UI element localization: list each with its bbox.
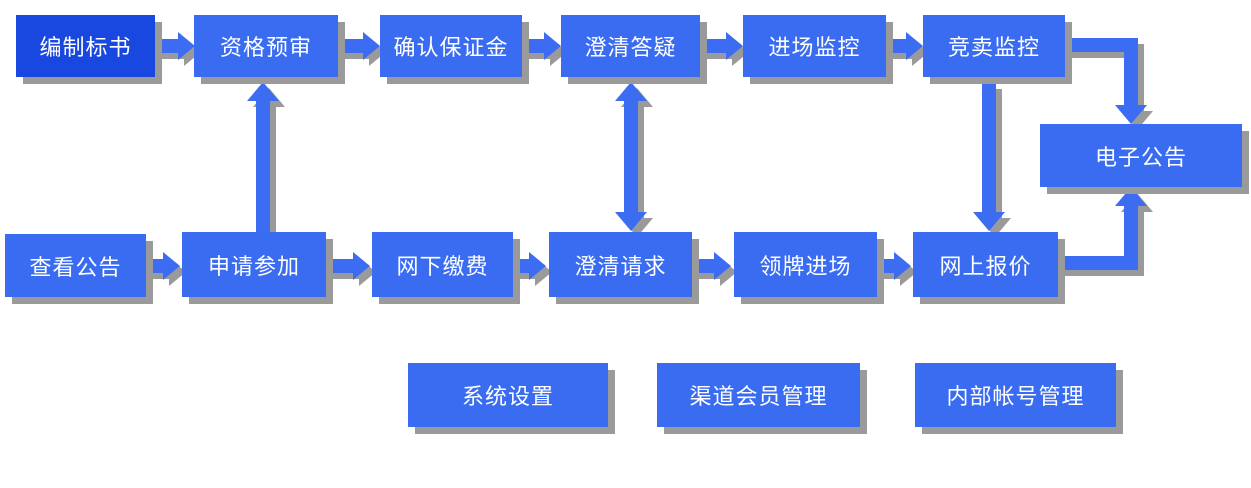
arrow-auction-to-announcement [1065, 38, 1147, 124]
step-view-announcement-label: 查看公告 [29, 255, 122, 281]
arrow-badge-to-quote [877, 252, 911, 280]
step-clarify-request[interactable]: 澄清请求 [549, 232, 692, 297]
step-online-quote[interactable]: 网上报价 [913, 232, 1058, 297]
arrow-quote-to-announcement [1058, 187, 1147, 270]
step-e-announcement-label: 电子公告 [1094, 145, 1187, 171]
arrow-request-to-badge [692, 252, 731, 280]
step-apply-join[interactable]: 申请参加 [182, 232, 326, 297]
step-auction-monitor-label: 竞卖监控 [947, 36, 1040, 61]
step-prequalification-label: 资格预审 [219, 36, 312, 61]
arrow-apply-to-prequal [247, 82, 279, 232]
arrow-apply-to-payment [326, 252, 370, 280]
step-offline-payment-label: 网下缴费 [396, 254, 489, 280]
arrow-payment-to-request [513, 252, 546, 280]
system-settings-label: 系统设置 [461, 385, 554, 410]
step-auction-monitor[interactable]: 竞卖监控 [923, 15, 1065, 77]
step-confirm-deposit[interactable]: 确认保证金 [380, 15, 522, 77]
step-entry-monitor[interactable]: 进场监控 [743, 15, 886, 77]
step-entry-monitor-label: 进场监控 [768, 36, 861, 61]
channel-member-mgmt-button[interactable]: 渠道会员管理 [657, 363, 860, 427]
step-compile-bid-label: 编制标书 [39, 36, 132, 61]
step-offline-payment[interactable]: 网下缴费 [372, 232, 513, 297]
arrow-prequal-to-deposit [338, 32, 380, 60]
step-online-quote-label: 网上报价 [939, 254, 1032, 280]
step-view-announcement[interactable]: 查看公告 [5, 234, 146, 297]
step-clarify-answer[interactable]: 澄清答疑 [561, 15, 700, 77]
arrow-clarify-bidirectional [615, 82, 647, 231]
internal-account-mgmt-button[interactable]: 内部帐号管理 [915, 363, 1116, 427]
arrow-compile-to-prequal [155, 32, 195, 60]
channel-member-mgmt-label: 渠道会员管理 [689, 385, 828, 410]
step-confirm-deposit-label: 确认保证金 [393, 36, 509, 61]
step-compile-bid[interactable]: 编制标书 [16, 15, 155, 77]
step-e-announcement[interactable]: 电子公告 [1040, 124, 1242, 187]
step-prequalification[interactable]: 资格预审 [194, 15, 338, 77]
arrow-deposit-to-clarify [522, 32, 561, 60]
step-get-badge-entry-label: 领牌进场 [759, 254, 852, 280]
step-apply-join-label: 申请参加 [207, 254, 300, 280]
system-settings-button[interactable]: 系统设置 [408, 363, 608, 427]
arrow-clarify-to-entry [700, 32, 743, 60]
step-clarify-answer-label: 澄清答疑 [584, 36, 677, 61]
arrow-auction-to-quote [973, 83, 1005, 231]
step-clarify-request-label: 澄清请求 [574, 254, 667, 280]
arrow-entry-to-auction [886, 32, 923, 60]
step-get-badge-entry[interactable]: 领牌进场 [734, 232, 877, 297]
arrow-view-to-apply [146, 252, 180, 280]
internal-account-mgmt-label: 内部帐号管理 [946, 385, 1085, 410]
